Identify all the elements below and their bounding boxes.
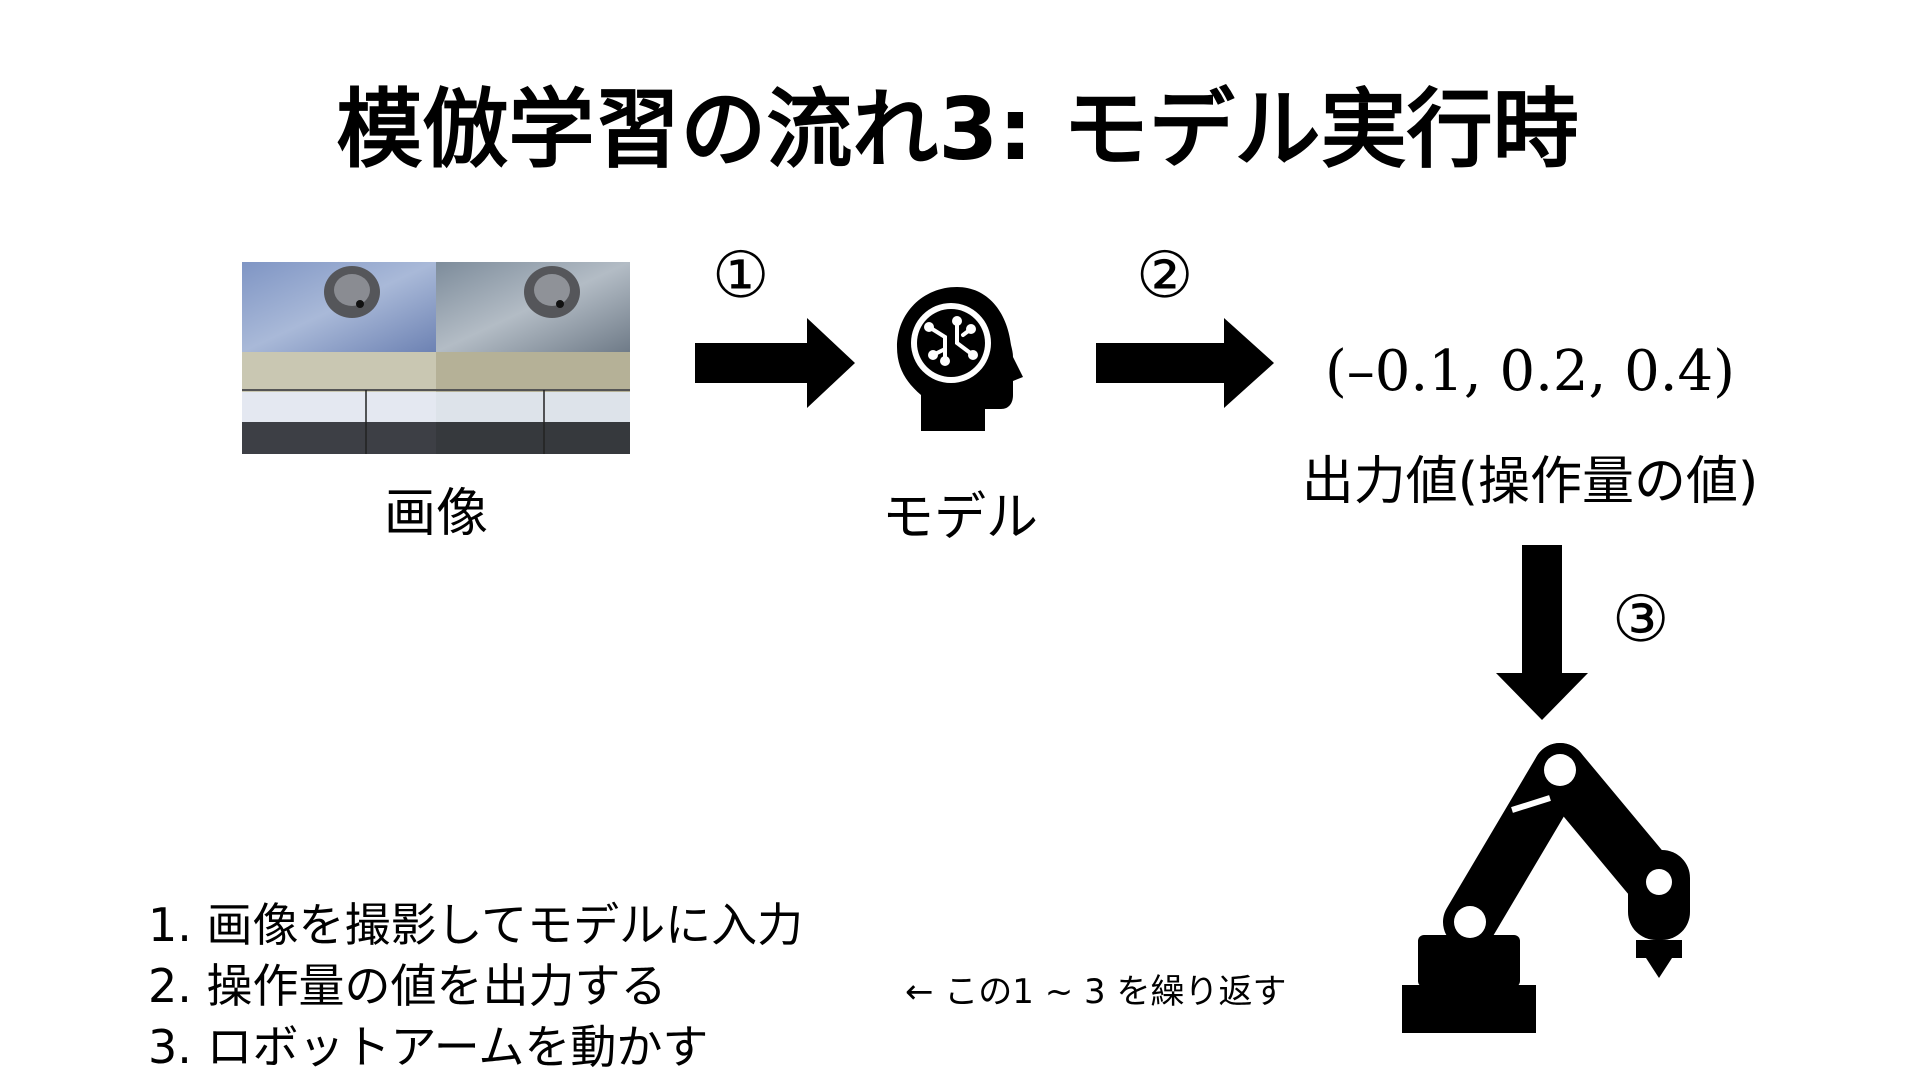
- step-item-1: 1. 画像を撮影してモデルに入力: [148, 898, 804, 952]
- step-marker-1: ①: [712, 239, 770, 313]
- arrow-down-icon: [1496, 545, 1588, 720]
- input-photo-drawing: [242, 262, 630, 454]
- output-vector: (–0.1, 0.2, 0.4): [1324, 339, 1736, 404]
- step-marker-2: ②: [1136, 239, 1194, 313]
- model-label: モデル: [881, 488, 1038, 548]
- step-item-3: 3. ロボットアームを動かす: [148, 1020, 709, 1074]
- input-photo: [242, 262, 630, 454]
- step-item-2: 2. 操作量の値を出力する: [148, 959, 667, 1013]
- output-label: 出力値(操作量の値): [1301, 452, 1759, 512]
- steps-list: 1. 画像を撮影してモデルに入力 2. 操作量の値を出力する 3. ロボットアー…: [148, 895, 803, 1078]
- repeat-note: ← この1 ~ 3 を繰り返す: [905, 972, 1287, 1012]
- step-marker-3: ③: [1612, 583, 1670, 657]
- robot-arm-icon: [1402, 743, 1690, 1033]
- brain-head-icon: [897, 287, 1023, 431]
- image-label: 画像: [383, 484, 488, 544]
- arrow-right-icon: [695, 318, 855, 408]
- page-title: 模倣学習の流れ3: モデル実行時: [336, 80, 1579, 180]
- arrow-right-icon: [1096, 318, 1274, 408]
